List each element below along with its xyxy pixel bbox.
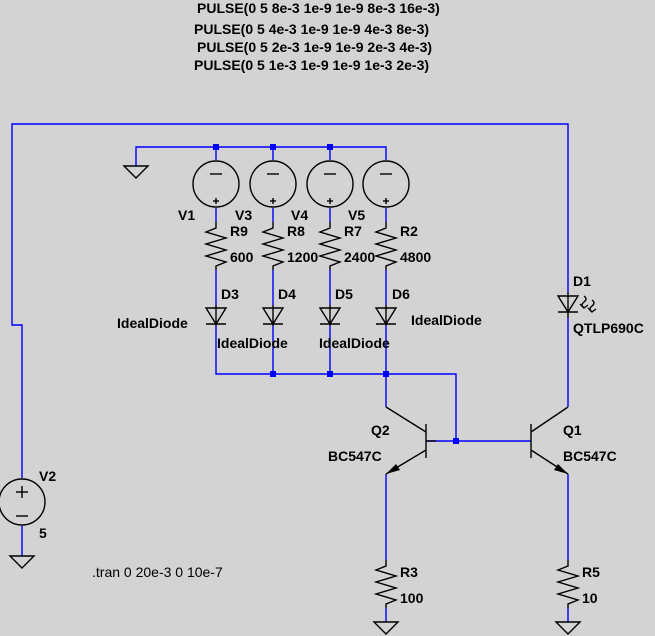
d1-model: QTLP690C [573,320,644,336]
transistor-q2 [385,406,436,475]
pulse-text-v5: PULSE(0 5 1e-3 1e-9 1e-9 1e-3 2e-3) [194,57,430,73]
r7-value: 2400 [344,249,376,265]
voltage-source-v5 [362,160,410,208]
d6-label: D6 [392,286,410,302]
q2-label: Q2 [371,422,390,438]
r5-label: R5 [582,564,600,580]
r9-value: 600 [230,249,254,265]
v2-label: V2 [39,468,57,484]
v2-value: 5 [39,525,47,541]
diode-d5 [318,305,342,326]
resistor-r3 [373,560,399,608]
diode-d4 [261,305,285,326]
resistor-r2 [373,222,399,270]
resistor-r9 [203,222,229,270]
led-d1 [556,292,597,318]
d4-label: D4 [278,286,296,302]
r7-label: R7 [344,223,362,239]
q1-label: Q1 [563,422,582,438]
r9-label: R9 [230,223,248,239]
d4-model: IdealDiode [217,335,288,351]
pulse-text-v1: PULSE(0 5 8e-3 1e-9 1e-9 8e-3 16e-3) [197,0,440,16]
d3-model: IdealDiode [117,315,188,331]
resistor-r7 [317,222,343,270]
transistor-q1 [530,406,569,475]
pulse-text-v4: PULSE(0 5 2e-3 1e-9 1e-9 2e-3 4e-3) [197,39,433,55]
v5-label: V5 [348,207,366,223]
r3-value: 100 [400,590,424,606]
voltage-source-v3 [249,160,297,208]
r5-value: 10 [582,590,598,606]
d5-model: IdealDiode [319,335,390,351]
q2-model: BC547C [328,448,382,464]
voltage-source-v2 [0,478,46,526]
wires [11,123,569,622]
r2-value: 4800 [400,249,432,265]
r8-label: R8 [287,223,305,239]
v4-label: V4 [291,207,309,223]
diode-d3 [204,305,228,326]
resistor-r8 [260,222,286,270]
v3-label: V3 [235,207,253,223]
pulse-text-v3: PULSE(0 5 4e-3 1e-9 1e-9 4e-3 8e-3) [194,21,430,37]
v1-label: V1 [178,207,196,223]
junction-dots [213,144,459,444]
d5-label: D5 [335,286,353,302]
q1-model: BC547C [563,448,617,464]
r3-label: R3 [400,564,418,580]
voltage-source-v4 [306,160,354,208]
d1-label: D1 [573,273,591,289]
voltage-source-v1 [192,160,240,208]
diode-d6 [374,305,398,326]
resistor-r5 [555,560,581,608]
d3-label: D3 [221,286,239,302]
r8-value: 1200 [287,249,319,265]
d6-model: IdealDiode [411,312,482,328]
r2-label: R2 [400,223,418,239]
ground-symbols [8,165,582,635]
tran-directive: .tran 0 20e-3 0 10e-7 [92,564,223,580]
